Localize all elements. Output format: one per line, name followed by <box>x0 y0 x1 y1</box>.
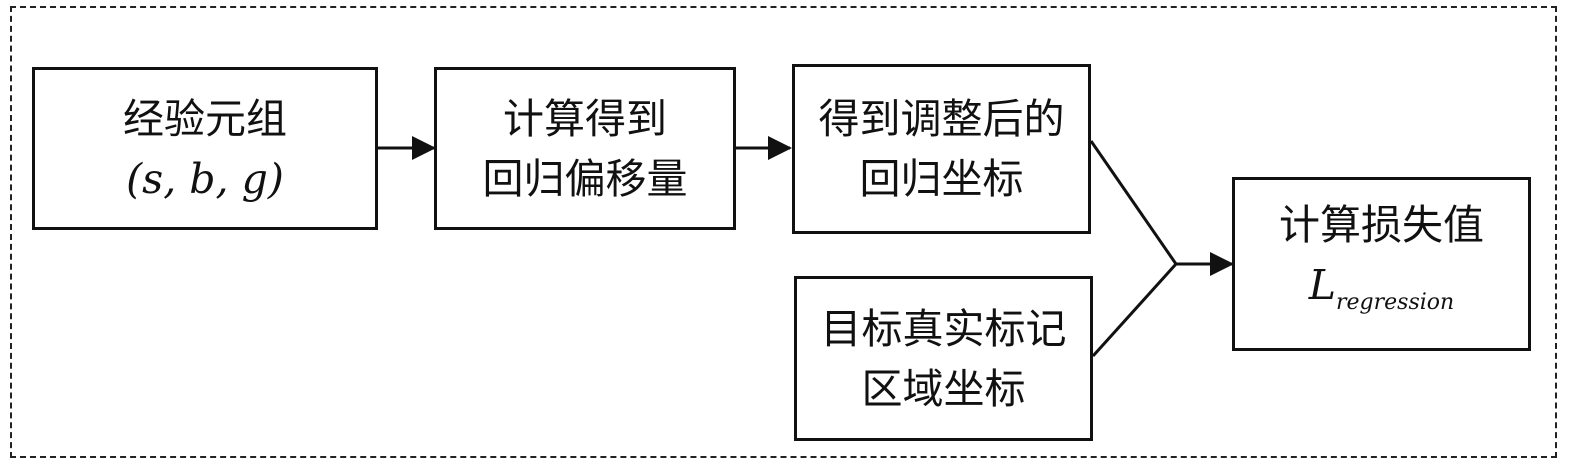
box-regression-offset: 计算得到 回归偏移量 <box>434 67 736 230</box>
loss-symbol: L <box>1308 261 1337 309</box>
box-experience-tuple-formula: (s, b, g) <box>126 154 284 203</box>
arrowhead-junction-to-loss <box>1210 252 1234 276</box>
box-ground-truth-coordinates-line2: 区域坐标 <box>861 364 1026 413</box>
box-regression-offset-line1: 计算得到 <box>503 94 667 143</box>
line-adjusted-to-junction <box>1089 140 1178 265</box>
box-adjusted-coordinates: 得到调整后的 回归坐标 <box>792 64 1091 234</box>
dashed-frame <box>10 6 1557 458</box>
arrowhead-tuple-to-offset <box>412 136 436 160</box>
box-loss-value-title: 计算损失值 <box>1279 201 1484 249</box>
loss-subscript: regression <box>1336 290 1455 315</box>
box-regression-offset-line2: 回归偏移量 <box>482 154 688 203</box>
box-ground-truth-coordinates-line1: 目标真实标记 <box>820 304 1067 353</box>
box-adjusted-coordinates-line1: 得到调整后的 <box>818 95 1065 143</box>
box-experience-tuple-title: 经验元组 <box>123 94 287 143</box>
line-truth-to-junction <box>1091 262 1178 358</box>
arrowhead-offset-to-adjusted <box>768 136 792 160</box>
box-loss-value: 计算损失值 Lregression <box>1232 177 1531 351</box>
box-adjusted-coordinates-line2: 回归坐标 <box>859 155 1024 203</box>
box-experience-tuple: 经验元组 (s, b, g) <box>32 67 378 230</box>
box-ground-truth-coordinates: 目标真实标记 区域坐标 <box>794 276 1093 441</box>
box-loss-value-formula: Lregression <box>1309 255 1454 333</box>
